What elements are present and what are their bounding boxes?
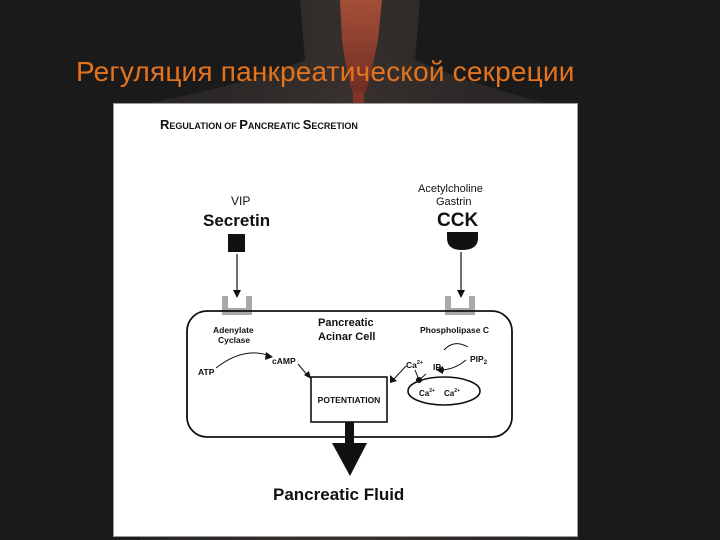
- camp-label: cAMP: [272, 356, 296, 366]
- atp-to-camp-arrow: [215, 352, 271, 369]
- pip-loop-arrow: [443, 343, 469, 351]
- store-to-ca-line: [414, 369, 420, 381]
- acetylcholine-label: Acetylcholine: [418, 183, 483, 195]
- ca-label: Ca2+: [406, 360, 423, 370]
- secretin-arrowhead: [233, 290, 241, 298]
- store-ca-label-1: Ca2+: [419, 388, 435, 398]
- cck-label: CCK: [437, 210, 478, 231]
- output-arrowhead: [332, 443, 367, 476]
- store-ca-label-2: Ca2+: [444, 388, 460, 398]
- ca-to-potentiation-arrow: [392, 365, 407, 381]
- slide-title: Регуляция панкреатической секреции: [76, 56, 575, 87]
- ip3-label: IP3: [433, 362, 445, 374]
- cck-ligand-shape: [447, 232, 478, 250]
- secretin-ligand-square: [228, 234, 245, 252]
- diagram-figure: REGULATION OF PANCREATIC SECRETION VIP S…: [113, 103, 578, 537]
- ip3-to-store-line: [418, 373, 427, 381]
- output-arrow-shaft: [345, 422, 354, 446]
- cell-label-line2: Acinar Cell: [318, 331, 375, 343]
- secretin-label: Secretin: [203, 211, 270, 230]
- pip2-label: PIP2: [470, 354, 488, 366]
- cell-label-line1: Pancreatic: [318, 317, 374, 329]
- secretin-receptor: [222, 296, 252, 315]
- figure-heading: REGULATION OF PANCREATIC SECRETION: [160, 117, 358, 132]
- ca-arrowhead: [390, 375, 397, 383]
- phospholipase-label: Phospholipase C: [420, 325, 489, 335]
- camp-arrowhead: [304, 371, 311, 379]
- vip-label: VIP: [231, 194, 250, 208]
- cyclase-label: Cyclase: [218, 335, 250, 345]
- pancreatic-fluid-label: Pancreatic Fluid: [273, 485, 404, 504]
- calcium-store: [407, 376, 481, 406]
- pip-to-ip-arrowhead: [436, 366, 443, 374]
- cck-arrowhead: [457, 290, 465, 298]
- atp-label: ATP: [198, 367, 215, 377]
- gastrin-label: Gastrin: [436, 196, 471, 208]
- cck-receptor: [445, 296, 475, 315]
- potentiation-label: POTENTIATION: [318, 395, 381, 405]
- potentiation-box: [310, 376, 388, 423]
- adenylate-label: Adenylate: [213, 325, 254, 335]
- atp-to-camp-arrowhead: [265, 352, 273, 360]
